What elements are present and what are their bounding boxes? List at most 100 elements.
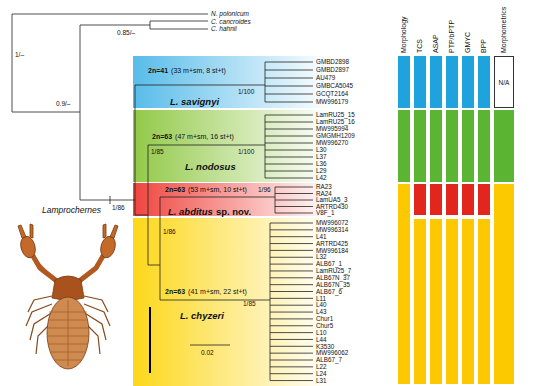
- tip-branch: [270, 257, 313, 258]
- tip-label: LamRU25_16: [316, 118, 355, 126]
- clade-band: [133, 183, 396, 216]
- tip-branch: [270, 284, 313, 285]
- tip-branch: [270, 360, 313, 361]
- support-value: 1/100: [238, 88, 254, 96]
- tip-label: L40: [316, 301, 327, 309]
- tip-label: RA24: [316, 190, 332, 198]
- pseudoscorpion-illustration: [18, 224, 151, 373]
- chromosome-number: 2n=63: [165, 186, 185, 194]
- tip-branch: [270, 373, 313, 374]
- support-value: 0.9/–: [56, 100, 70, 108]
- clade-band: L. chyzeri: [133, 218, 396, 386]
- tip-branch: [265, 70, 313, 71]
- tip-branch: [265, 115, 313, 116]
- support-value: 0.85/–: [117, 29, 135, 37]
- chromosome-number: 2n=63: [152, 133, 172, 141]
- tip-branch: [270, 243, 313, 244]
- tip-label: MW995994: [316, 125, 348, 133]
- tip-branch: [270, 325, 313, 326]
- support-value: 1/86: [112, 204, 125, 212]
- tip-branch: [265, 122, 313, 123]
- text-holder: L. nodosus: [185, 156, 236, 174]
- tip-branch: [270, 305, 313, 306]
- tip-label: Chur5: [316, 322, 333, 330]
- text-holder: L. savignyi: [170, 91, 219, 109]
- method-header: Morphology: [400, 16, 408, 53]
- tip-label: ALB67_1: [316, 260, 342, 268]
- tip-label: ARTRD430: [316, 203, 348, 211]
- method-bars: [398, 56, 514, 384]
- tip-label: ALB67_7: [316, 356, 342, 364]
- tip-branch: [265, 150, 313, 151]
- method-header: BPP: [480, 39, 488, 53]
- tip-label: L22: [316, 363, 327, 371]
- tip-label: L24: [316, 370, 327, 378]
- tip-label: L31: [316, 377, 327, 385]
- tip-label: GMBCA5045: [316, 82, 353, 90]
- tip-branch: [275, 193, 313, 194]
- tip-branch: [275, 200, 313, 201]
- tip-branch: [270, 332, 313, 333]
- tip-label: ALB67N_35: [316, 281, 350, 289]
- method-header: Morphometrics: [500, 7, 508, 53]
- na-box: N/A: [494, 56, 514, 108]
- tip-branch: [265, 164, 313, 165]
- tip-label: L32: [316, 253, 327, 261]
- karyotype-formula: (53 m+sm, 10 st+t): [188, 186, 247, 194]
- outgroup-name: C. hahnii: [211, 25, 237, 33]
- tip-branch: [270, 236, 313, 237]
- species-status: sp. nov.: [216, 206, 251, 217]
- tip-branch: [270, 353, 313, 354]
- support-value: 1/96: [258, 186, 271, 194]
- tip-label: L44: [316, 336, 327, 344]
- text-holder: L. abditussp. nov.: [168, 201, 251, 219]
- tip-label: L37: [316, 153, 327, 161]
- tip-branch: [270, 223, 313, 224]
- text-holder: L. chyzeri: [180, 305, 224, 323]
- genus-name: Lamprochernes: [42, 205, 101, 215]
- tip-label: MW996270: [316, 139, 348, 147]
- tip-branch: [265, 78, 313, 79]
- tip-label: L36: [316, 160, 327, 168]
- tip-label: L41: [316, 233, 327, 241]
- method-header: TCS: [416, 39, 424, 53]
- support-value: 1/86: [163, 228, 176, 236]
- support-value: 1/100: [238, 148, 254, 156]
- clade-band: [133, 56, 396, 108]
- tip-branch: [270, 229, 313, 230]
- tip-branch: [265, 86, 313, 87]
- tip-label: LamRU25_15: [316, 111, 355, 119]
- tip-branch: [265, 171, 313, 172]
- tip-label: L11: [316, 295, 326, 303]
- tip-label: V8F_1: [316, 209, 335, 217]
- tip-label: AU479: [316, 74, 335, 82]
- tip-label: Chur1: [316, 315, 333, 323]
- na-text: N/A: [499, 79, 510, 86]
- clade-band: L. nodosus: [133, 110, 396, 182]
- tip-label: GMGMH1209: [316, 132, 355, 140]
- tip-label: GCQT2164: [316, 90, 348, 98]
- karyotype-formula: (33 m+sm, 8 st+t): [171, 67, 226, 75]
- tip-label: GMBD2897: [316, 66, 349, 74]
- karyotype-formula: (47 m+sm, 16 st+t): [175, 133, 234, 141]
- tip-label: L10: [316, 329, 327, 337]
- tip-label: ARTRD425: [316, 240, 348, 248]
- clade-band: [133, 110, 396, 182]
- support-value: 1/85: [243, 300, 256, 308]
- tip-label: ALB67N_37: [316, 274, 350, 282]
- tip-branch: [270, 339, 313, 340]
- tip-label: MW996062: [316, 349, 348, 357]
- tip-label: L43: [316, 308, 327, 316]
- tip-label: MW996179: [316, 98, 348, 106]
- tip-branch: [265, 62, 313, 63]
- tip-label: GMBD2898: [316, 58, 349, 66]
- tip-branch: [265, 102, 313, 103]
- tip-label: MW996184: [316, 247, 348, 255]
- tip-branch: [270, 366, 313, 367]
- tip-branch: [270, 346, 313, 347]
- tip-branch: [270, 277, 313, 278]
- tip-branch: [275, 187, 313, 188]
